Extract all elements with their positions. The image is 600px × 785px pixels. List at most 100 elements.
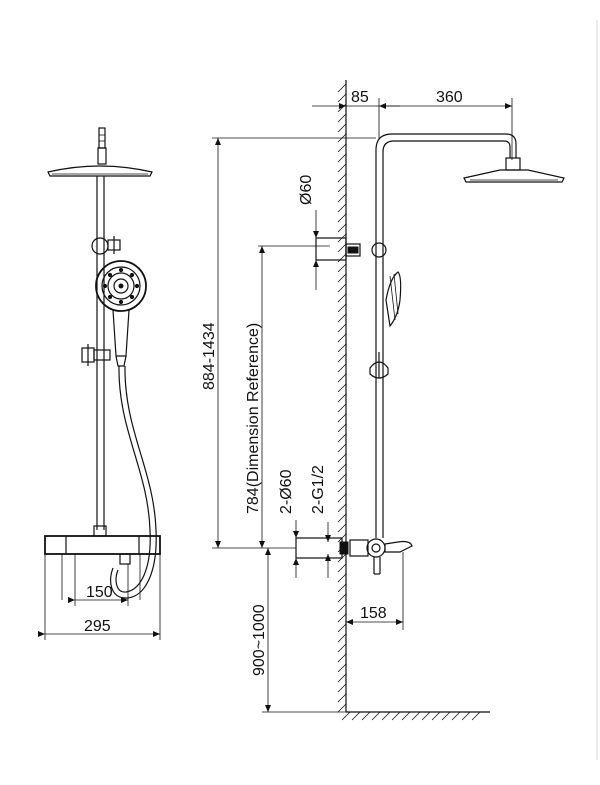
wall-hatch-line	[337, 443, 347, 453]
dimension-valve-centers: 150	[68, 554, 129, 606]
dimension-wall-offset: 85	[312, 89, 400, 140]
wall-hatch-line	[337, 343, 347, 353]
wall-hatch-line	[337, 563, 347, 573]
wall-hatch-line	[337, 483, 347, 493]
wall-hatch-line	[337, 633, 347, 643]
front-riser-pipe	[96, 176, 105, 530]
wall-hatch-line	[337, 373, 347, 383]
wall-hatch-line	[337, 613, 347, 623]
dimension-arm-reach: 360	[379, 89, 513, 160]
dimension-text-85: 85	[351, 89, 369, 106]
wall-hatch-line	[337, 383, 347, 393]
wall-hatch-line	[337, 473, 347, 483]
floor-hatch-line	[341, 711, 351, 721]
wall-hatch-line	[337, 393, 347, 403]
front-view: 150 295	[38, 127, 161, 640]
wall-hatch-line	[337, 423, 347, 433]
wall-hatch-line	[337, 503, 347, 513]
wall-hatch-line	[337, 123, 347, 133]
front-slide-bracket	[81, 344, 111, 366]
wall-hatch-line	[337, 403, 347, 413]
wall-hatch-line	[337, 313, 347, 323]
dimension-text-360: 360	[436, 89, 463, 106]
wall-hatch-line	[337, 83, 347, 93]
front-diverter	[91, 236, 121, 255]
floor-hatch-line	[391, 711, 401, 721]
wall-hatch-line	[337, 693, 347, 703]
wall-hatch-line	[337, 353, 347, 363]
wall-hatch-line	[337, 643, 347, 653]
side-slide-bracket	[369, 352, 389, 379]
floor-hatch-line	[431, 711, 441, 721]
front-thermostatic-valve	[44, 525, 161, 600]
wall-hatch-line	[337, 573, 347, 583]
wall-hatch-line	[337, 263, 347, 273]
wall-hatch-line	[337, 293, 347, 303]
wall-hatch-line	[337, 673, 347, 683]
wall-hatch-line	[337, 193, 347, 203]
floor-hatch-line	[451, 711, 461, 721]
dimension-text-150: 150	[86, 584, 113, 601]
wall-hatch-line	[337, 283, 347, 293]
side-view: 85 360	[201, 80, 565, 721]
wall-hatch-line	[337, 213, 347, 223]
wall-hatch-line	[337, 223, 347, 233]
floor-hatch-line	[381, 711, 391, 721]
floor-section	[341, 711, 490, 721]
wall-hatch-line	[337, 243, 347, 253]
dimension-floor-height: 900~1000	[251, 548, 346, 713]
dimension-text-total-height: 884-1434	[201, 322, 218, 390]
wall-hatch-line	[337, 173, 347, 183]
dimension-reference-height: 784(Dimension Reference)	[245, 246, 265, 548]
wall-hatch-line	[337, 663, 347, 673]
side-thermostatic-valve	[212, 537, 413, 575]
wall-hatch-line	[337, 523, 347, 533]
wall-hatch-line	[337, 363, 347, 373]
floor-hatch-line	[361, 711, 371, 721]
dimension-text-head-diameter: Ø60	[298, 175, 315, 205]
dimension-pipe-thread: 2-G1/2	[310, 465, 331, 578]
side-upper-bracket	[258, 237, 387, 261]
wall-hatch-line	[337, 433, 347, 443]
dimension-bracket-diameter: Ø60	[298, 175, 319, 290]
wall-hatch-line	[337, 333, 347, 343]
wall-hatch-line	[337, 703, 347, 713]
wall-hatch-line	[337, 183, 347, 193]
dimension-valve-width: 295	[38, 554, 161, 640]
floor-hatch-line	[461, 711, 471, 721]
dimension-text-pipe-thread: 2-G1/2	[310, 465, 327, 514]
wall-hatch-line	[337, 493, 347, 503]
dimension-text-floor-height: 900~1000	[251, 604, 268, 676]
dimension-text-158: 158	[360, 605, 387, 622]
wall-hatch-line	[337, 163, 347, 173]
floor-hatch-line	[401, 711, 411, 721]
front-shower-head	[47, 127, 153, 177]
dimension-pipe-diameter: 2-Ø60	[278, 469, 299, 578]
floor-hatch-line	[411, 711, 421, 721]
wall-hatch-line	[337, 93, 347, 103]
front-hose	[110, 365, 157, 599]
wall-hatch-line	[337, 453, 347, 463]
dimension-text-295: 295	[84, 618, 111, 635]
wall-hatch-line	[337, 623, 347, 633]
wall-hatch-line	[337, 583, 347, 593]
wall-hatch-line	[337, 513, 347, 523]
wall-hatch-line	[337, 103, 347, 113]
floor-hatch-line	[421, 711, 431, 721]
side-shower-head	[463, 157, 565, 183]
front-hand-shower	[95, 260, 147, 367]
wall-hatch-line	[337, 593, 347, 603]
wall-hatch-line	[337, 253, 347, 263]
wall-hatch-line	[337, 143, 347, 153]
wall-hatch-line	[337, 303, 347, 313]
dimension-spout-reach: 158	[346, 552, 404, 630]
wall-hatch-line	[337, 323, 347, 333]
dimension-text-pipe-diameter: 2-Ø60	[278, 469, 295, 514]
wall-section	[337, 80, 347, 713]
floor-hatch-line	[471, 711, 481, 721]
wall-hatch-line	[337, 463, 347, 473]
wall-hatch-line	[337, 273, 347, 283]
wall-hatch-line	[337, 413, 347, 423]
side-hand-shower	[385, 271, 402, 328]
